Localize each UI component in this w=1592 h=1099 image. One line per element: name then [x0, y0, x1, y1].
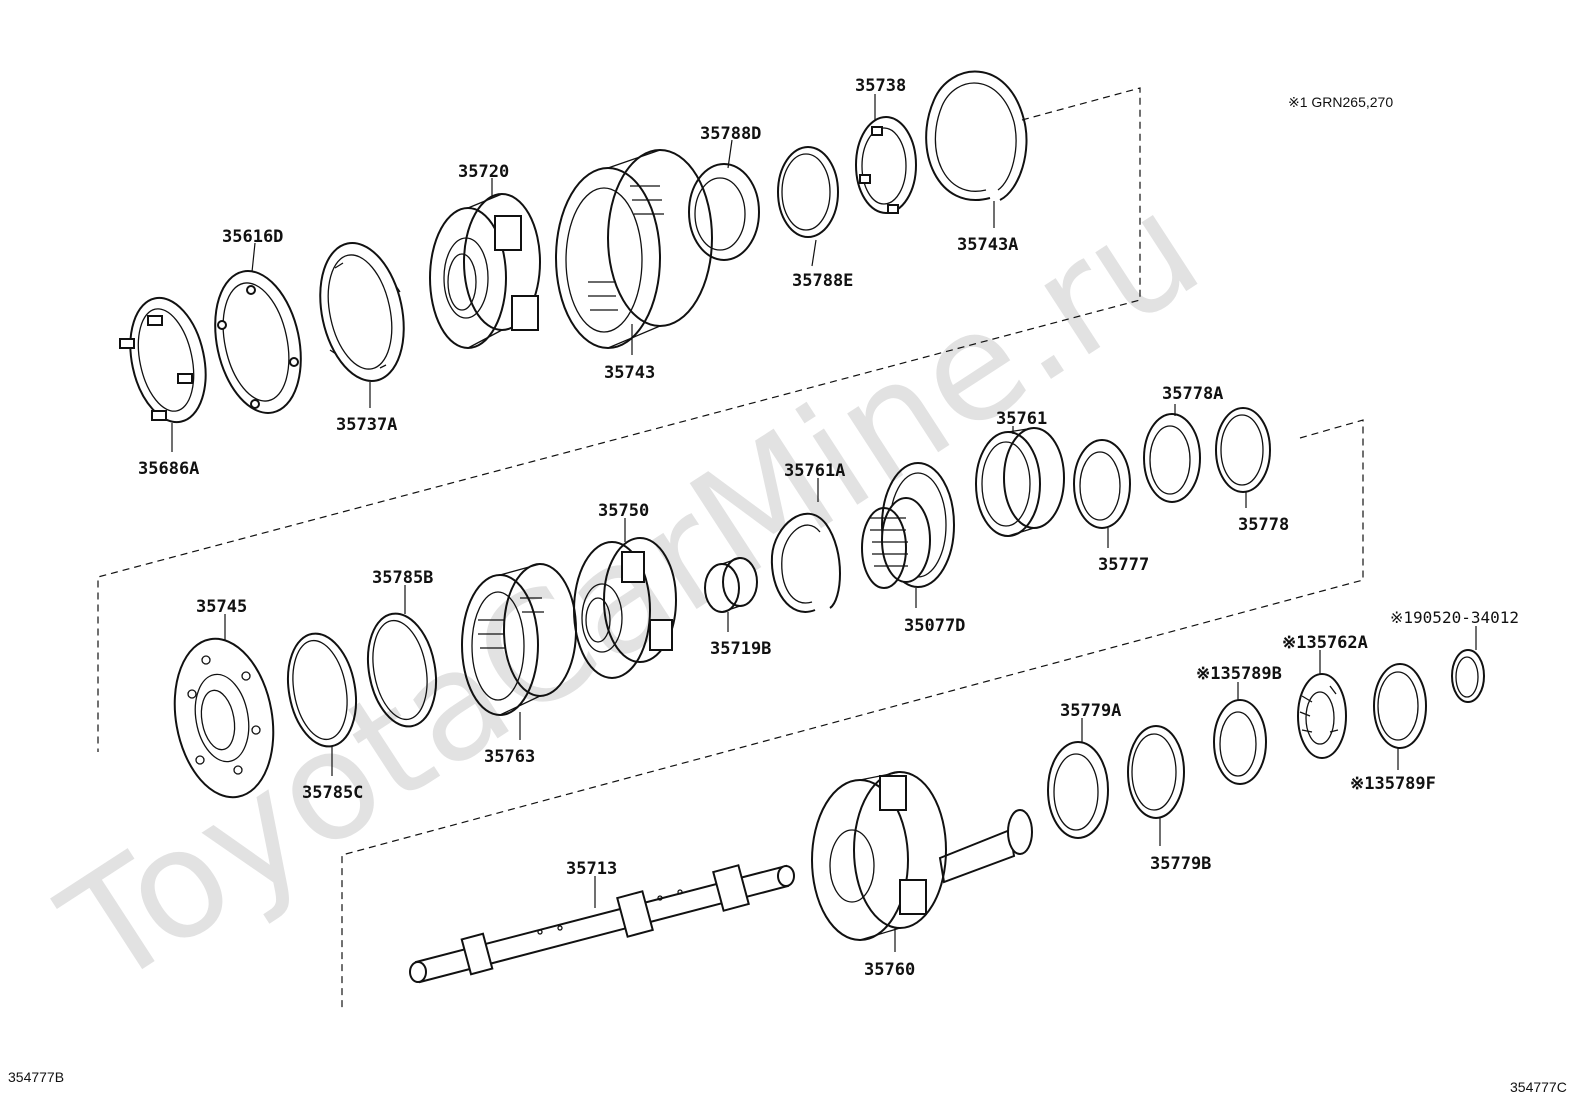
part-35789B-bearing: [1213, 699, 1267, 785]
part-35720-planetary-carrier: [429, 193, 541, 349]
applicability-note: ※1 GRN265,270: [1288, 94, 1393, 110]
part-35745-clutch-drum: [173, 637, 275, 799]
label-35785C: 35785C: [302, 783, 363, 803]
part-35785B-race: [367, 612, 437, 728]
label-35719B: 35719B: [710, 639, 771, 659]
label-35686A: 35686A: [138, 459, 199, 479]
label-35743A: 35743A: [957, 235, 1018, 255]
part-35778A-race: [1143, 413, 1201, 503]
label-35763: 35763: [484, 747, 535, 767]
part-35777-bearing: [1073, 439, 1131, 529]
label-35779B: 35779B: [1150, 854, 1211, 874]
part-35762A-needle-bearing: [1297, 673, 1347, 759]
label-35788E: 35788E: [792, 271, 853, 291]
label-35761: 35761: [996, 409, 1047, 429]
part-35743-ring-gear: [555, 149, 713, 349]
label-35778A: 35778A: [1162, 384, 1223, 404]
label-90520-34012: ※190520-34012: [1390, 608, 1519, 627]
label-35713: 35713: [566, 859, 617, 879]
upper-group-outline: [97, 87, 1141, 752]
label-35743: 35743: [604, 363, 655, 383]
part-35760-planetary-sun-gear: [811, 771, 1033, 941]
part-35763-ring-gear: [461, 563, 577, 716]
part-35785C-race: [287, 632, 357, 748]
part-35616D-bearing-race: [214, 270, 302, 414]
label-35760: 35760: [864, 960, 915, 980]
part-35779A-bearing: [1047, 741, 1109, 839]
part-35077D-clutch-hub: [861, 462, 955, 589]
part-35750-planetary-carrier: [573, 537, 677, 679]
part-35737A-thrust-bearing: [319, 242, 405, 382]
label-35779A: 35779A: [1060, 701, 1121, 721]
label-35789F: ※135789F: [1350, 774, 1436, 794]
part-35761-clutch-hub: [975, 427, 1065, 537]
label-35785B: 35785B: [372, 568, 433, 588]
label-35737A: 35737A: [336, 415, 397, 435]
leader-lines: [171, 94, 1477, 952]
label-35789B: ※135789B: [1196, 664, 1282, 684]
label-35745: 35745: [196, 597, 247, 617]
middle-group-outline: [341, 419, 1364, 1010]
part-35738-thrust-washer: [855, 116, 917, 214]
part-35788E-race: [777, 146, 839, 238]
part-35761A-snap-ring: [770, 512, 841, 613]
part-90520-snap-ring: [1451, 649, 1485, 703]
illustration-code-right: 354777C: [1510, 1079, 1567, 1095]
part-35713-shaft: [409, 864, 795, 984]
label-35616D: 35616D: [222, 227, 283, 247]
label-35750: 35750: [598, 501, 649, 521]
part-35686A-thrust-washer: [119, 296, 207, 424]
label-35788D: 35788D: [700, 124, 761, 144]
label-35761A: 35761A: [784, 461, 845, 481]
illustration-code-left: 354777B: [8, 1069, 64, 1085]
part-35788D-bearing: [688, 163, 760, 261]
part-35779B-race: [1127, 725, 1185, 819]
label-35077D: 35077D: [904, 616, 965, 636]
part-35789F-race: [1373, 663, 1427, 749]
part-35778-race: [1215, 407, 1271, 493]
watermark: ToyotaCarMine.ru: [34, 161, 1229, 1021]
label-35738: 35738: [855, 76, 906, 96]
label-35720: 35720: [458, 162, 509, 182]
part-35719B-bushing: [704, 557, 758, 613]
part-35743A-snap-ring: [925, 70, 1028, 201]
label-35762A: ※135762A: [1282, 633, 1368, 653]
label-35778: 35778: [1238, 515, 1289, 535]
label-35777: 35777: [1098, 555, 1149, 575]
